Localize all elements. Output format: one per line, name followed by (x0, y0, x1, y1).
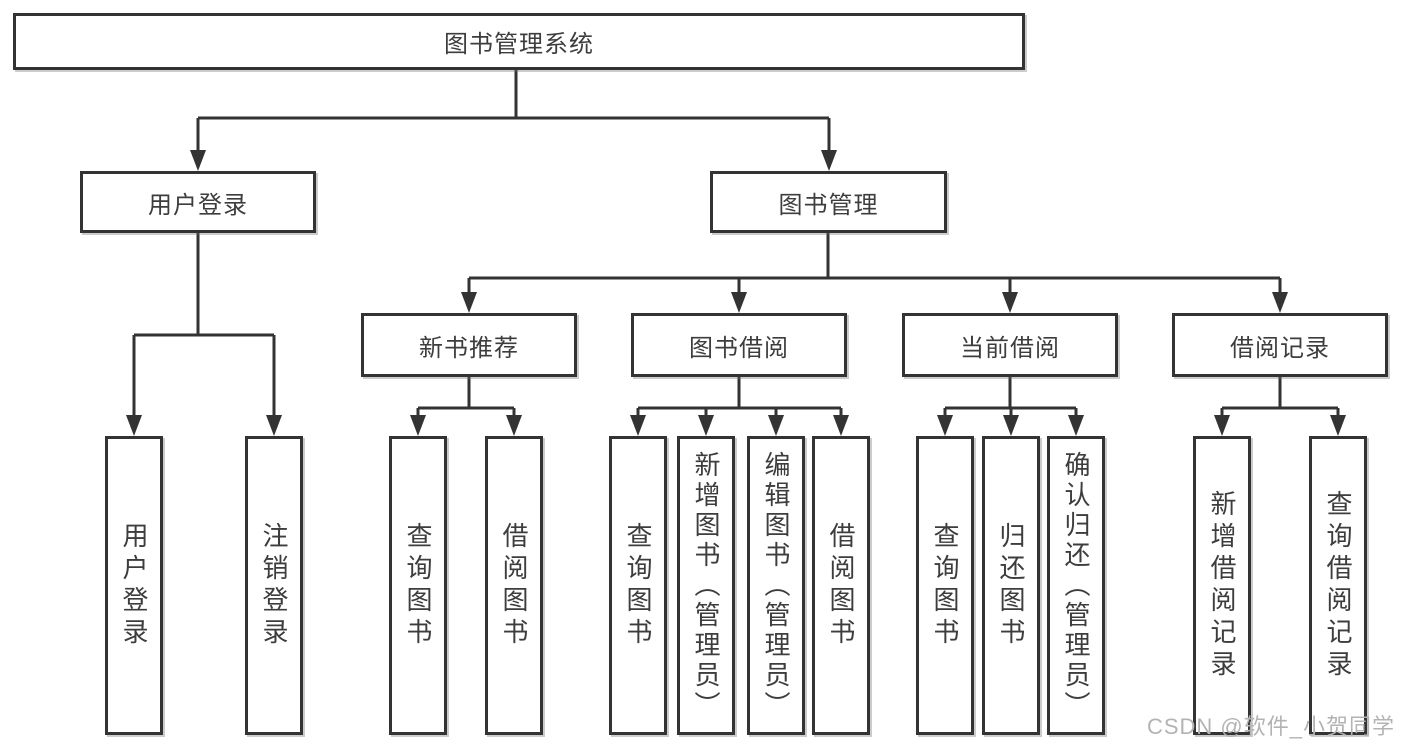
connector-borrow (630, 377, 849, 436)
node-leaf-confirm-return-admin: 确认归还（管理员） (1047, 436, 1105, 735)
node-leaf-logout: 注销登录 (245, 436, 303, 735)
node-label: 图书管理 (778, 191, 879, 219)
node-label: 查询图书 (623, 521, 653, 650)
node-leaf-user-login: 用户登录 (105, 436, 163, 735)
node-leaf-borrow-books-2: 借阅图书 (812, 436, 870, 735)
connector-user-login (126, 233, 282, 436)
node-label: 借阅图书 (499, 521, 529, 650)
node-leaf-query-books-2: 查询图书 (609, 436, 667, 735)
node-root: 图书管理系统 (13, 13, 1025, 70)
connector-new-book (410, 377, 522, 436)
node-label: 新增借阅记录 (1207, 489, 1237, 682)
connector-root (190, 70, 837, 171)
node-leaf-query-books-1: 查询图书 (389, 436, 447, 735)
node-leaf-add-book-admin: 新增图书（管理员） (677, 436, 735, 735)
node-book-borrow: 图书借阅 (631, 313, 847, 377)
node-leaf-query-borrow-record: 查询借阅记录 (1309, 436, 1367, 735)
node-label: 当前借阅 (960, 334, 1060, 362)
node-label: 借阅记录 (1230, 334, 1330, 362)
node-leaf-query-books-3: 查询图书 (916, 436, 974, 735)
node-label: 新书推荐 (419, 334, 519, 362)
node-label: 归还图书 (996, 521, 1026, 650)
node-leaf-return-book: 归还图书 (982, 436, 1040, 735)
node-current-borrow: 当前借阅 (902, 313, 1118, 377)
node-label: 用户登录 (148, 191, 248, 219)
node-label: 新增图书（管理员） (691, 450, 721, 721)
node-label: 查询图书 (930, 521, 960, 650)
node-user-login: 用户登录 (80, 171, 316, 233)
node-borrow-records: 借阅记录 (1172, 313, 1388, 377)
node-label: 确认归还（管理员） (1061, 450, 1091, 721)
node-new-book-rec: 新书推荐 (361, 313, 577, 377)
node-label: 用户登录 (119, 521, 149, 650)
connector-book-mgmt (461, 233, 1288, 313)
node-book-mgmt: 图书管理 (710, 171, 947, 233)
node-label: 图书借阅 (689, 334, 789, 362)
node-label: 编辑图书（管理员） (761, 450, 791, 721)
node-leaf-borrow-books-1: 借阅图书 (485, 436, 543, 735)
watermark: CSDN @软件_小贺同学 (1146, 714, 1395, 739)
node-label: 注销登录 (259, 521, 289, 650)
node-leaf-add-borrow-record: 新增借阅记录 (1193, 436, 1251, 735)
node-root-label: 图书管理系统 (444, 31, 594, 58)
connector-records (1214, 377, 1346, 436)
node-label: 查询借阅记录 (1323, 489, 1353, 682)
node-label: 借阅图书 (826, 521, 856, 650)
node-leaf-edit-book-admin: 编辑图书（管理员） (747, 436, 805, 735)
node-label: 查询图书 (403, 521, 433, 650)
connector-current (937, 377, 1084, 436)
